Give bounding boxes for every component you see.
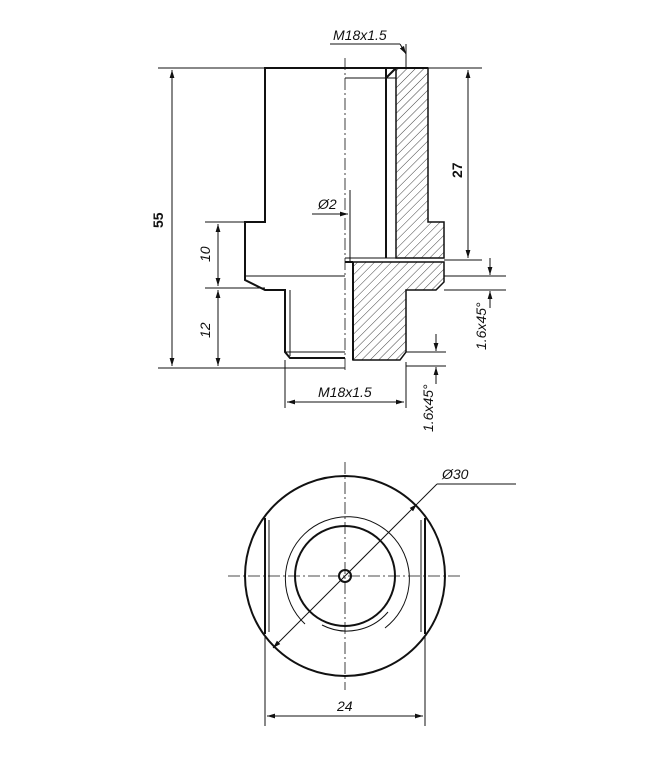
- dim-lower-height-label: 12: [197, 322, 213, 338]
- front-outline-left: [244, 67, 345, 359]
- upper-thread-label: M18x1.5: [333, 27, 387, 43]
- dim-collar-height-label: 10: [197, 246, 213, 262]
- across-flats-label: 24: [336, 698, 353, 714]
- outer-diameter-label: Ø30: [441, 466, 469, 482]
- dim-overall-height-label: 55: [150, 212, 166, 228]
- chamfer-lower-label: 1.6x45°: [420, 384, 436, 432]
- top-view: Ø30 24: [228, 462, 516, 726]
- dim-upper-height-label: 27: [449, 162, 465, 178]
- diameter-leader-tail: [416, 483, 438, 505]
- section-thread-chamfer: [385, 67, 397, 79]
- outer-circle: [244, 475, 446, 677]
- bore-diameter-label: Ø2: [317, 196, 337, 212]
- lower-thread-label: M18x1.5: [318, 384, 372, 400]
- thread-major-arc: [284, 516, 410, 629]
- chamfer-upper-label: 1.6x45°: [473, 302, 489, 350]
- diameter-leader-line: [272, 503, 418, 649]
- section-upper-wall: [395, 67, 445, 259]
- thread-minor-arc: [321, 611, 389, 632]
- upper-thread-arrow: [399, 43, 407, 55]
- front-view: 55 10 12 27 M18x1.5 Ø2 1.6x45° 1.6x: [150, 27, 506, 432]
- section-lower-body: [352, 261, 445, 361]
